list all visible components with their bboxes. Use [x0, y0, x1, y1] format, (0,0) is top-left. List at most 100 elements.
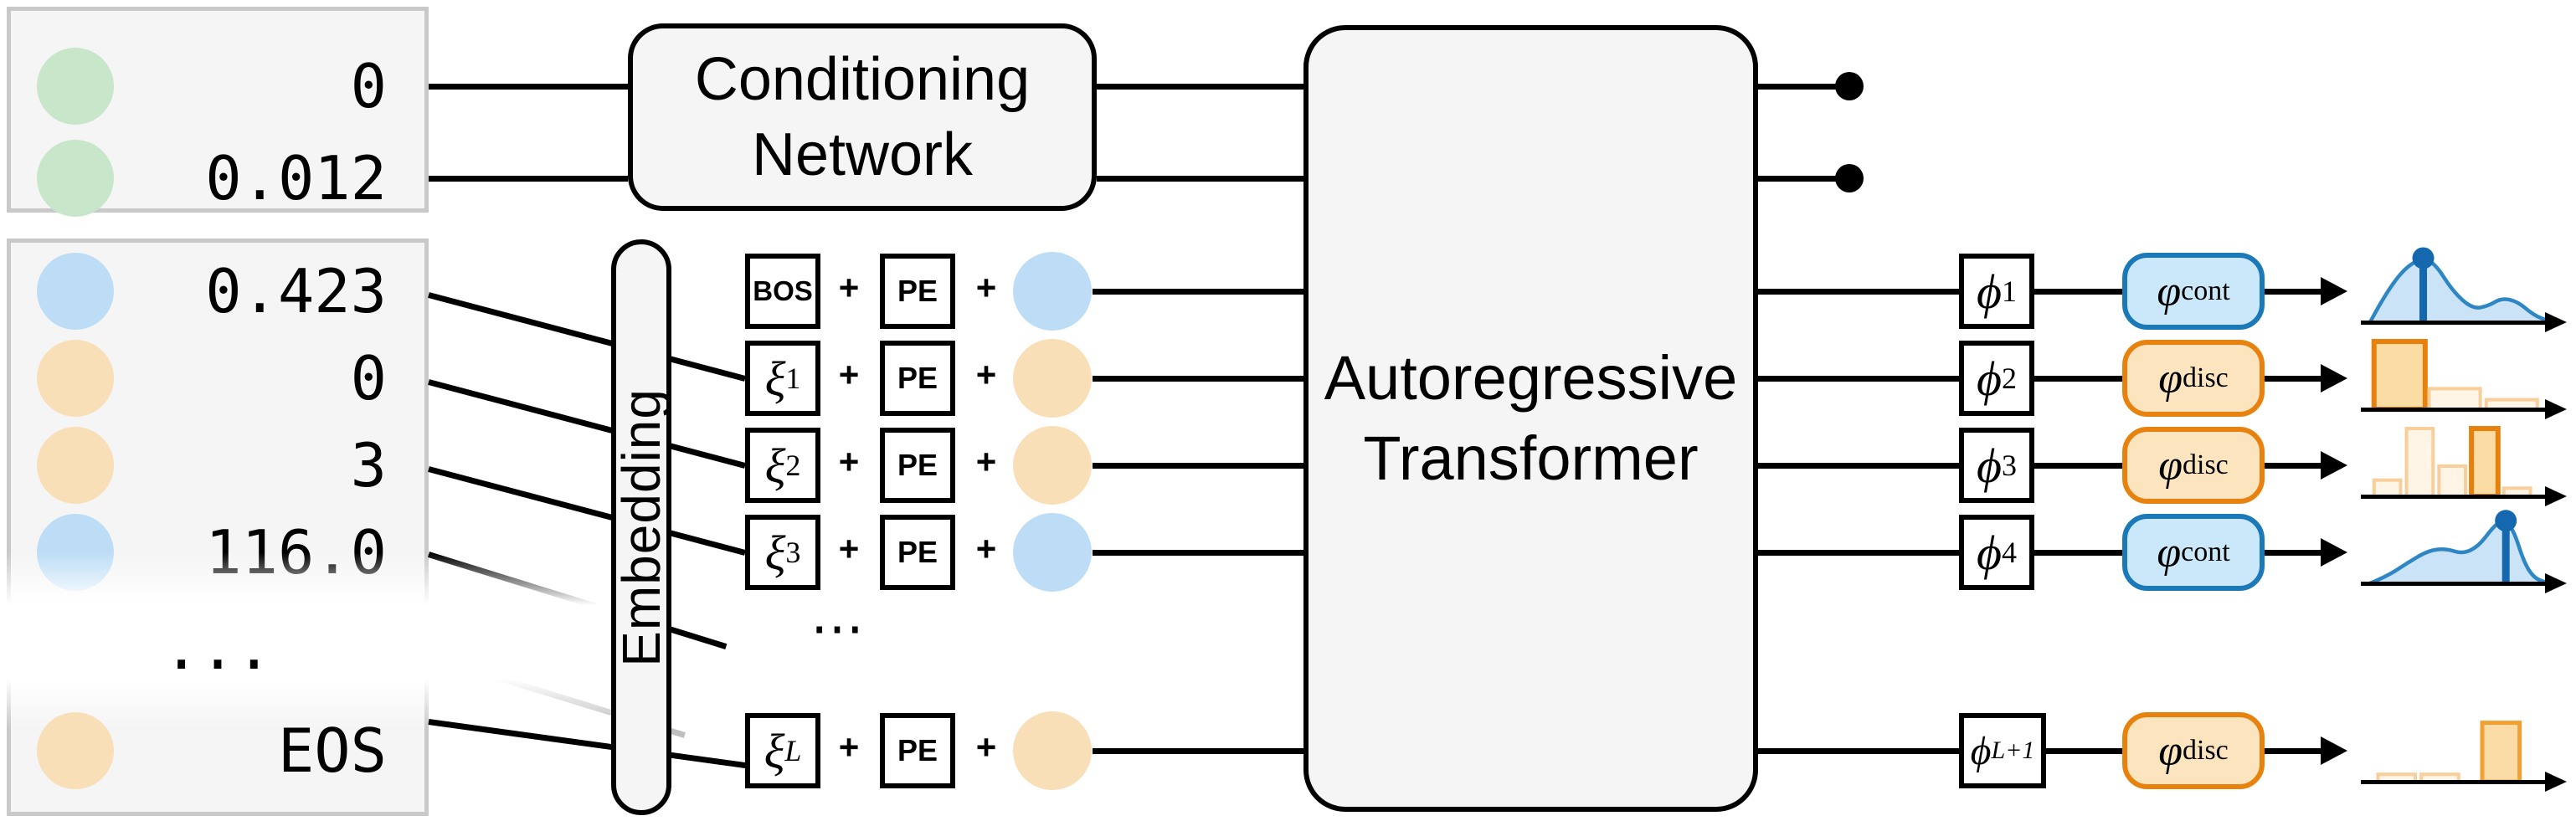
flow-line: [1758, 375, 1959, 382]
flow-line: [2034, 549, 2122, 556]
arrowhead-icon: [2545, 312, 2567, 332]
pe-box: PE: [880, 515, 955, 590]
head-phi-label: φ: [2157, 528, 2182, 577]
conditioning-network-label: Conditioning Network: [694, 46, 1031, 188]
xi-label: ξ: [764, 438, 786, 493]
pe-box: PE: [880, 428, 955, 503]
flow-line: [1758, 288, 1959, 295]
flow-line: [1093, 549, 1303, 556]
flow-line: [1758, 83, 1842, 90]
arrowhead-icon: [2545, 399, 2567, 419]
arrowhead-icon: [2321, 736, 2347, 765]
token-embedding-marker: [1013, 252, 1092, 331]
pe-box: PE: [880, 713, 955, 788]
output-terminal-dot: [1835, 72, 1864, 100]
head-phi-label: φ: [2158, 354, 2183, 403]
flow-line: [2034, 462, 2122, 469]
sequence-value: 0: [350, 343, 387, 413]
sequence-marker: [37, 712, 114, 789]
phi-label: ϕ: [1976, 525, 2003, 580]
pe-box: PE: [880, 254, 955, 329]
embedding-block: Embedding: [611, 239, 671, 815]
bos-box: BOS: [745, 254, 820, 329]
embedding-label: Embedding: [611, 387, 671, 667]
arrowhead-icon: [2545, 573, 2567, 593]
diagonal-line: [428, 378, 746, 469]
flow-line: [1758, 549, 1959, 556]
diagonal-line: [428, 465, 746, 556]
token-embedding-marker: [1013, 339, 1092, 418]
distribution-plot: [2372, 426, 2532, 499]
plot-axis: [2361, 320, 2547, 325]
plus-sign: +: [975, 727, 997, 767]
plus-sign: +: [975, 529, 997, 568]
plus-sign: +: [838, 529, 860, 568]
pe-label: PE: [897, 733, 938, 767]
pe-label: PE: [897, 274, 938, 308]
distribution-plot: [2368, 247, 2561, 325]
head-sub-label: cont: [2181, 536, 2230, 567]
fade-overlay: [0, 552, 633, 728]
plus-sign: +: [975, 442, 997, 481]
flow-line: [1097, 175, 1303, 182]
diagonal-line: [428, 291, 746, 382]
sequence-marker: [37, 340, 114, 417]
plus-sign: +: [975, 355, 997, 394]
plot-axis: [2361, 779, 2547, 784]
flow-line: [2265, 747, 2323, 754]
flow-line: [1097, 83, 1303, 90]
flow-line: [429, 175, 628, 182]
pe-label: PE: [897, 448, 938, 482]
head-phi-label: φ: [2158, 726, 2183, 775]
head-phi-label: φ: [2158, 441, 2183, 490]
transformer-block: Autoregressive Transformer: [1303, 25, 1758, 812]
pe-label: PE: [897, 535, 938, 569]
flow-line: [2034, 375, 2122, 382]
arrowhead-icon: [2321, 451, 2347, 480]
pe-box: PE: [880, 341, 955, 416]
arrowhead-icon: [2545, 772, 2567, 792]
arrowhead-icon: [2321, 277, 2347, 305]
plot-axis: [2361, 581, 2547, 586]
flow-line: [1093, 462, 1303, 469]
head-sub-label: disc: [2183, 449, 2229, 480]
token-embedding-marker: [1013, 711, 1092, 790]
flow-line: [429, 83, 628, 90]
plot-axis: [2361, 494, 2547, 499]
flow-line: [2265, 462, 2323, 469]
head-sub-label: disc: [2183, 362, 2229, 393]
arrowhead-icon: [2545, 486, 2567, 506]
flow-line: [1093, 375, 1303, 382]
sequence-ellipsis: ...: [162, 613, 273, 683]
flow-line: [1093, 747, 1303, 754]
xi-label: ξ: [764, 525, 786, 580]
xi-label: ξ: [764, 351, 786, 406]
pe-label: PE: [897, 361, 938, 395]
cond-value: 0.012: [205, 143, 387, 213]
sequence-value: 0.423: [205, 256, 387, 326]
arrowhead-icon: [2321, 364, 2347, 393]
flow-line: [2265, 549, 2323, 556]
xi-label: ξ: [764, 723, 785, 778]
sequence-value: 3: [350, 430, 387, 500]
head-sub-label: disc: [2183, 735, 2229, 766]
flow-line: [2046, 747, 2122, 754]
phi-label: ϕ: [1976, 438, 2003, 493]
phi-label: ϕ: [1976, 264, 2003, 319]
flow-line: [2034, 288, 2122, 295]
bos-label: BOS: [753, 275, 813, 306]
distribution-plot: [2368, 510, 2559, 586]
output-terminal-dot: [1835, 164, 1864, 192]
token-embedding-marker: [1013, 513, 1092, 592]
plus-sign: +: [838, 442, 860, 481]
flow-line: [1758, 747, 1959, 754]
